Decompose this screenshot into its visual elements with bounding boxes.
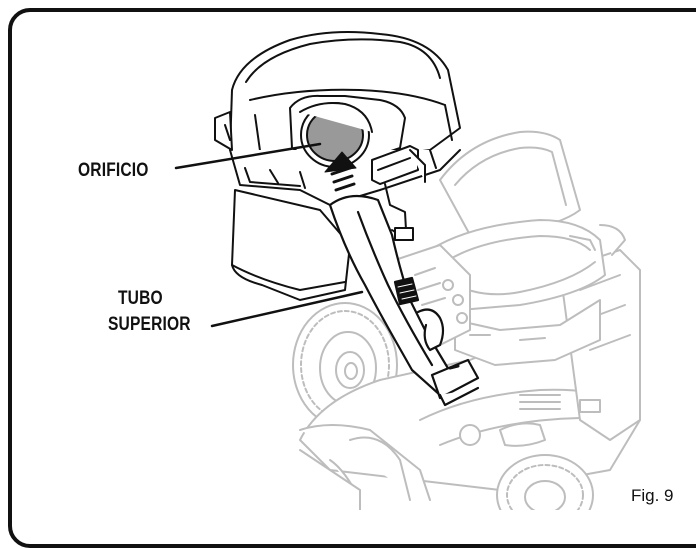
figure-caption: Fig. 9: [631, 486, 674, 505]
label-tubo: TUBO: [118, 288, 163, 309]
front-wheel: [496, 454, 594, 510]
insert-arrow: [324, 151, 357, 192]
bagger: [214, 31, 461, 301]
illustration: [174, 31, 641, 510]
label-orificio: ORIFICIO: [78, 160, 149, 181]
orificio-leader: [174, 142, 322, 170]
tubo-superior-leader: [210, 290, 364, 328]
mower: [292, 130, 641, 510]
seat: [429, 130, 626, 311]
label-superior: SUPERIOR: [108, 314, 191, 335]
upper-tube: [328, 194, 480, 407]
